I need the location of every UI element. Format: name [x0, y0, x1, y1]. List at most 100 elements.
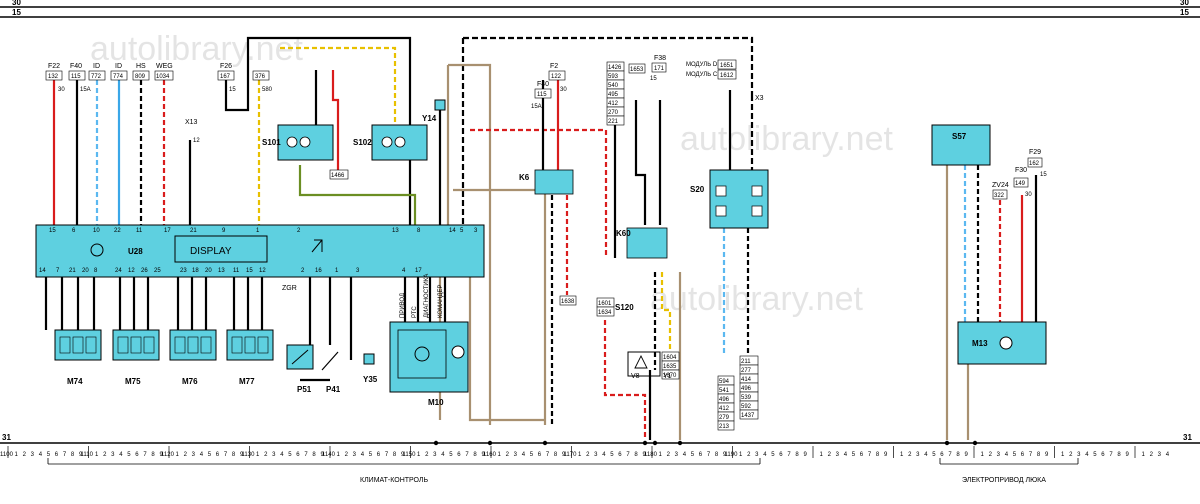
svg-text:F22: F22 [48, 63, 60, 70]
ruler-minor-label: 8 [232, 452, 236, 458]
svg-text:Y14: Y14 [422, 114, 437, 123]
code-1638: 1638 [559, 295, 577, 306]
stack-code: 1670 [663, 373, 677, 379]
ruler-minor-label: 7 [1029, 452, 1033, 458]
ruler-minor-label: 7 [385, 452, 389, 458]
stack-code: 414 [741, 377, 752, 383]
ruler-minor-label: 1 [820, 452, 824, 458]
svg-text:1612: 1612 [720, 73, 734, 79]
ruler-minor-label: 3 [755, 452, 759, 458]
u28-bottom-pin: 17 [415, 268, 422, 274]
svg-text:1466: 1466 [331, 173, 345, 179]
svg-text:M10: M10 [428, 398, 444, 407]
stack-code: 1635 [663, 364, 677, 370]
ruler-minor-label: 6 [538, 452, 542, 458]
motor-m77: M77 [226, 329, 274, 386]
u28-bottom-pin: 3 [356, 268, 360, 274]
ruler-minor-label: 6 [699, 452, 703, 458]
u28-bottom-pin: 20 [205, 268, 212, 274]
fuse-f26: F26 167 15 [217, 63, 236, 93]
stack-code: 539 [741, 395, 752, 401]
svg-text:30: 30 [58, 87, 65, 93]
ruler-minor-label: 7 [546, 452, 550, 458]
ruler-minor-label: 5 [208, 452, 212, 458]
ruler-minor-label: 5 [852, 452, 856, 458]
ruler-minor-label: 4 [683, 452, 687, 458]
ruler-minor-label: 6 [618, 452, 622, 458]
svg-text:30: 30 [1025, 192, 1032, 198]
watermark-3: autolibrary.net [650, 280, 863, 318]
svg-text:P51: P51 [297, 385, 312, 394]
ruler-minor-label: 9 [723, 452, 727, 458]
ruler-minor-label: 8 [1037, 452, 1041, 458]
wire-580 [280, 46, 397, 125]
ruler-minor-label: 2 [586, 452, 590, 458]
motor-label: M74 [67, 377, 83, 386]
motor-m13: M13 [957, 321, 1047, 365]
u28-top-pin: 10 [93, 228, 100, 234]
wire-red-dash [470, 128, 608, 258]
u28-top-pin: 17 [164, 228, 171, 234]
u28-bottom-pin: 26 [141, 268, 148, 274]
u28-bottom-pin: 16 [315, 268, 322, 274]
module-c: МОДУЛЬ C 1612 [686, 69, 737, 80]
ruler-minor-label: 4 [522, 452, 526, 458]
svg-text:P41: P41 [326, 385, 341, 394]
ruler-minor-label: 2 [345, 452, 349, 458]
ruler-minor-label: 3 [594, 452, 598, 458]
stack-code: 1426 [608, 65, 622, 71]
ruler-minor-label: 9 [1045, 452, 1049, 458]
svg-text:115: 115 [71, 74, 81, 80]
ruler-minor-label: 4 [1005, 452, 1009, 458]
fuse-f2: F2 122 30 [548, 63, 567, 93]
ruler-minor-label: 1 [176, 452, 180, 458]
ruler-minor-label: 6 [55, 452, 59, 458]
ruler-minor-label: 8 [876, 452, 880, 458]
wire-s101-s102 [298, 165, 417, 225]
stack-code: 270 [608, 110, 619, 116]
svg-text:1653: 1653 [630, 67, 644, 73]
ruler-major-label: 1120 [161, 452, 175, 458]
ruler-minor-label: 3 [1077, 452, 1081, 458]
stack-code: 1634 [598, 310, 612, 316]
ruler-minor-label: 2 [264, 452, 268, 458]
ruler-minor-label: 2 [1069, 452, 1073, 458]
ruler-major-label: 1130 [242, 452, 256, 458]
switch-s57: S57 [931, 124, 991, 166]
u28-bottom-pin: 12 [128, 268, 135, 274]
ruler-minor-label: 4 [280, 452, 284, 458]
section-climate-label: КЛИМАТ-КОНТРОЛЬ [360, 477, 429, 484]
svg-text:15: 15 [650, 76, 657, 82]
stack-code: 412 [608, 101, 619, 107]
svg-text:ID: ID [115, 63, 122, 70]
ruler-minor-label: 8 [393, 452, 397, 458]
ruler-minor-label: 3 [31, 452, 35, 458]
stack-code: 592 [741, 404, 752, 410]
wire-1653 [634, 100, 647, 225]
ruler-minor-label: 2 [103, 452, 107, 458]
ruler-minor-label: 6 [457, 452, 461, 458]
svg-text:167: 167 [220, 74, 231, 80]
svg-text:1651: 1651 [720, 63, 734, 69]
svg-text:F38: F38 [654, 55, 666, 62]
u28-bottom-pin: 18 [192, 268, 199, 274]
u28-bottom-pin: 24 [115, 268, 122, 274]
ruler-minor-label: 1 [900, 452, 904, 458]
code-1466: 1466 [329, 169, 349, 180]
ruler-major-label: 1140 [322, 452, 336, 458]
relay-k6: K6 [519, 169, 574, 195]
ruler-minor-label: 4 [602, 452, 606, 458]
ruler-minor-label: 3 [1158, 452, 1162, 458]
ruler-minor-label: 5 [47, 452, 51, 458]
ruler-minor-label: 5 [932, 452, 936, 458]
ruler-minor-label: 1 [578, 452, 582, 458]
module-u28: U28 DISPLAY [35, 224, 485, 278]
ruler-minor-label: 1 [1142, 452, 1146, 458]
ruler-major-label: 1110 [81, 452, 94, 458]
